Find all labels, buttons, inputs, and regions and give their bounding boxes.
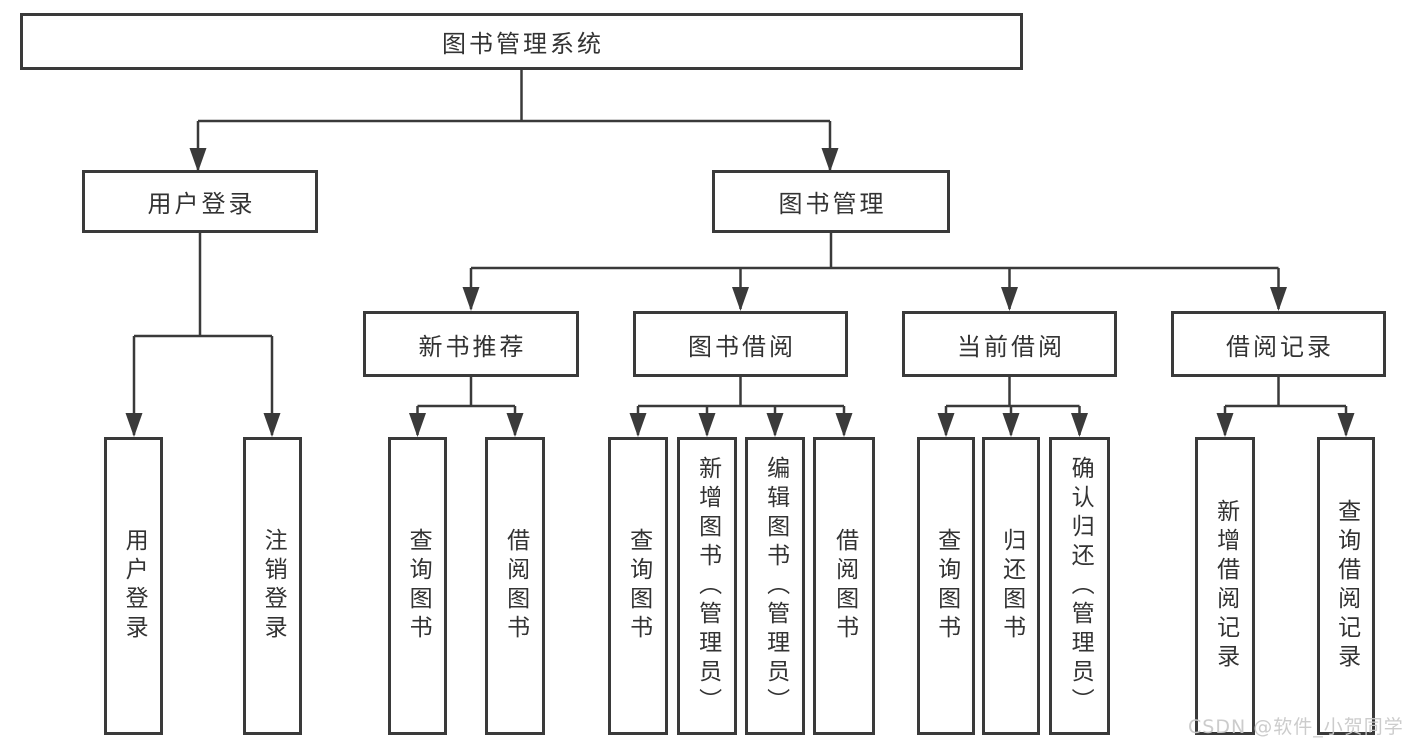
leaf-query-borrow-record: 查询借阅记录 xyxy=(1317,437,1375,735)
node-label: 图书借阅 xyxy=(688,332,796,361)
csdn-watermark: CSDN @软件_小贺同学 xyxy=(1188,716,1404,738)
leaf-borrow-book-recommend: 借阅图书 xyxy=(485,437,545,735)
node-book-borrowing: 图书借阅 xyxy=(633,311,848,377)
leaf-confirm-return-admin: 确认归还（管理员） xyxy=(1049,437,1110,735)
leaf-return-book: 归还图书 xyxy=(982,437,1040,735)
leaf-label: 确认归还（管理员） xyxy=(1067,455,1094,717)
leaf-label: 查询图书 xyxy=(933,528,960,644)
leaf-label: 归还图书 xyxy=(998,528,1025,644)
node-label: 新书推荐 xyxy=(418,332,527,361)
leaf-label: 借阅图书 xyxy=(502,528,529,644)
leaf-label: 用户登录 xyxy=(121,528,148,644)
node-new-book-recommend: 新书推荐 xyxy=(363,311,579,377)
leaf-label: 注销登录 xyxy=(260,528,287,644)
node-book-management: 图书管理 xyxy=(712,170,950,233)
leaf-add-borrow-record: 新增借阅记录 xyxy=(1195,437,1255,735)
leaf-user-login: 用户登录 xyxy=(104,437,163,735)
node-current-borrowing: 当前借阅 xyxy=(902,311,1117,377)
node-label: 当前借阅 xyxy=(957,332,1065,361)
leaf-logout: 注销登录 xyxy=(243,437,302,735)
node-user-login-branch: 用户登录 xyxy=(82,170,318,233)
node-label: 用户登录 xyxy=(147,190,256,218)
node-label: 借阅记录 xyxy=(1226,332,1334,361)
leaf-query-book-borrowing: 查询图书 xyxy=(608,437,668,735)
leaf-label: 查询图书 xyxy=(625,528,652,644)
leaf-query-book-current: 查询图书 xyxy=(917,437,975,735)
leaf-label: 查询借阅记录 xyxy=(1333,499,1360,673)
leaf-label: 新增图书（管理员） xyxy=(694,455,721,717)
leaf-label: 借阅图书 xyxy=(831,528,858,644)
leaf-add-book-admin: 新增图书（管理员） xyxy=(677,437,737,735)
node-label: 图书管理 xyxy=(778,190,887,218)
leaf-label: 编辑图书（管理员） xyxy=(762,455,789,717)
leaf-label: 新增借阅记录 xyxy=(1212,499,1239,673)
leaf-edit-book-admin: 编辑图书（管理员） xyxy=(745,437,805,735)
leaf-query-book-recommend: 查询图书 xyxy=(388,437,447,735)
leaf-label: 查询图书 xyxy=(405,528,432,644)
node-borrowing-records: 借阅记录 xyxy=(1171,311,1386,377)
leaf-borrow-book: 借阅图书 xyxy=(813,437,875,735)
node-library-management-system: 图书管理系统 xyxy=(20,13,1023,70)
node-label: 图书管理系统 xyxy=(442,30,604,58)
